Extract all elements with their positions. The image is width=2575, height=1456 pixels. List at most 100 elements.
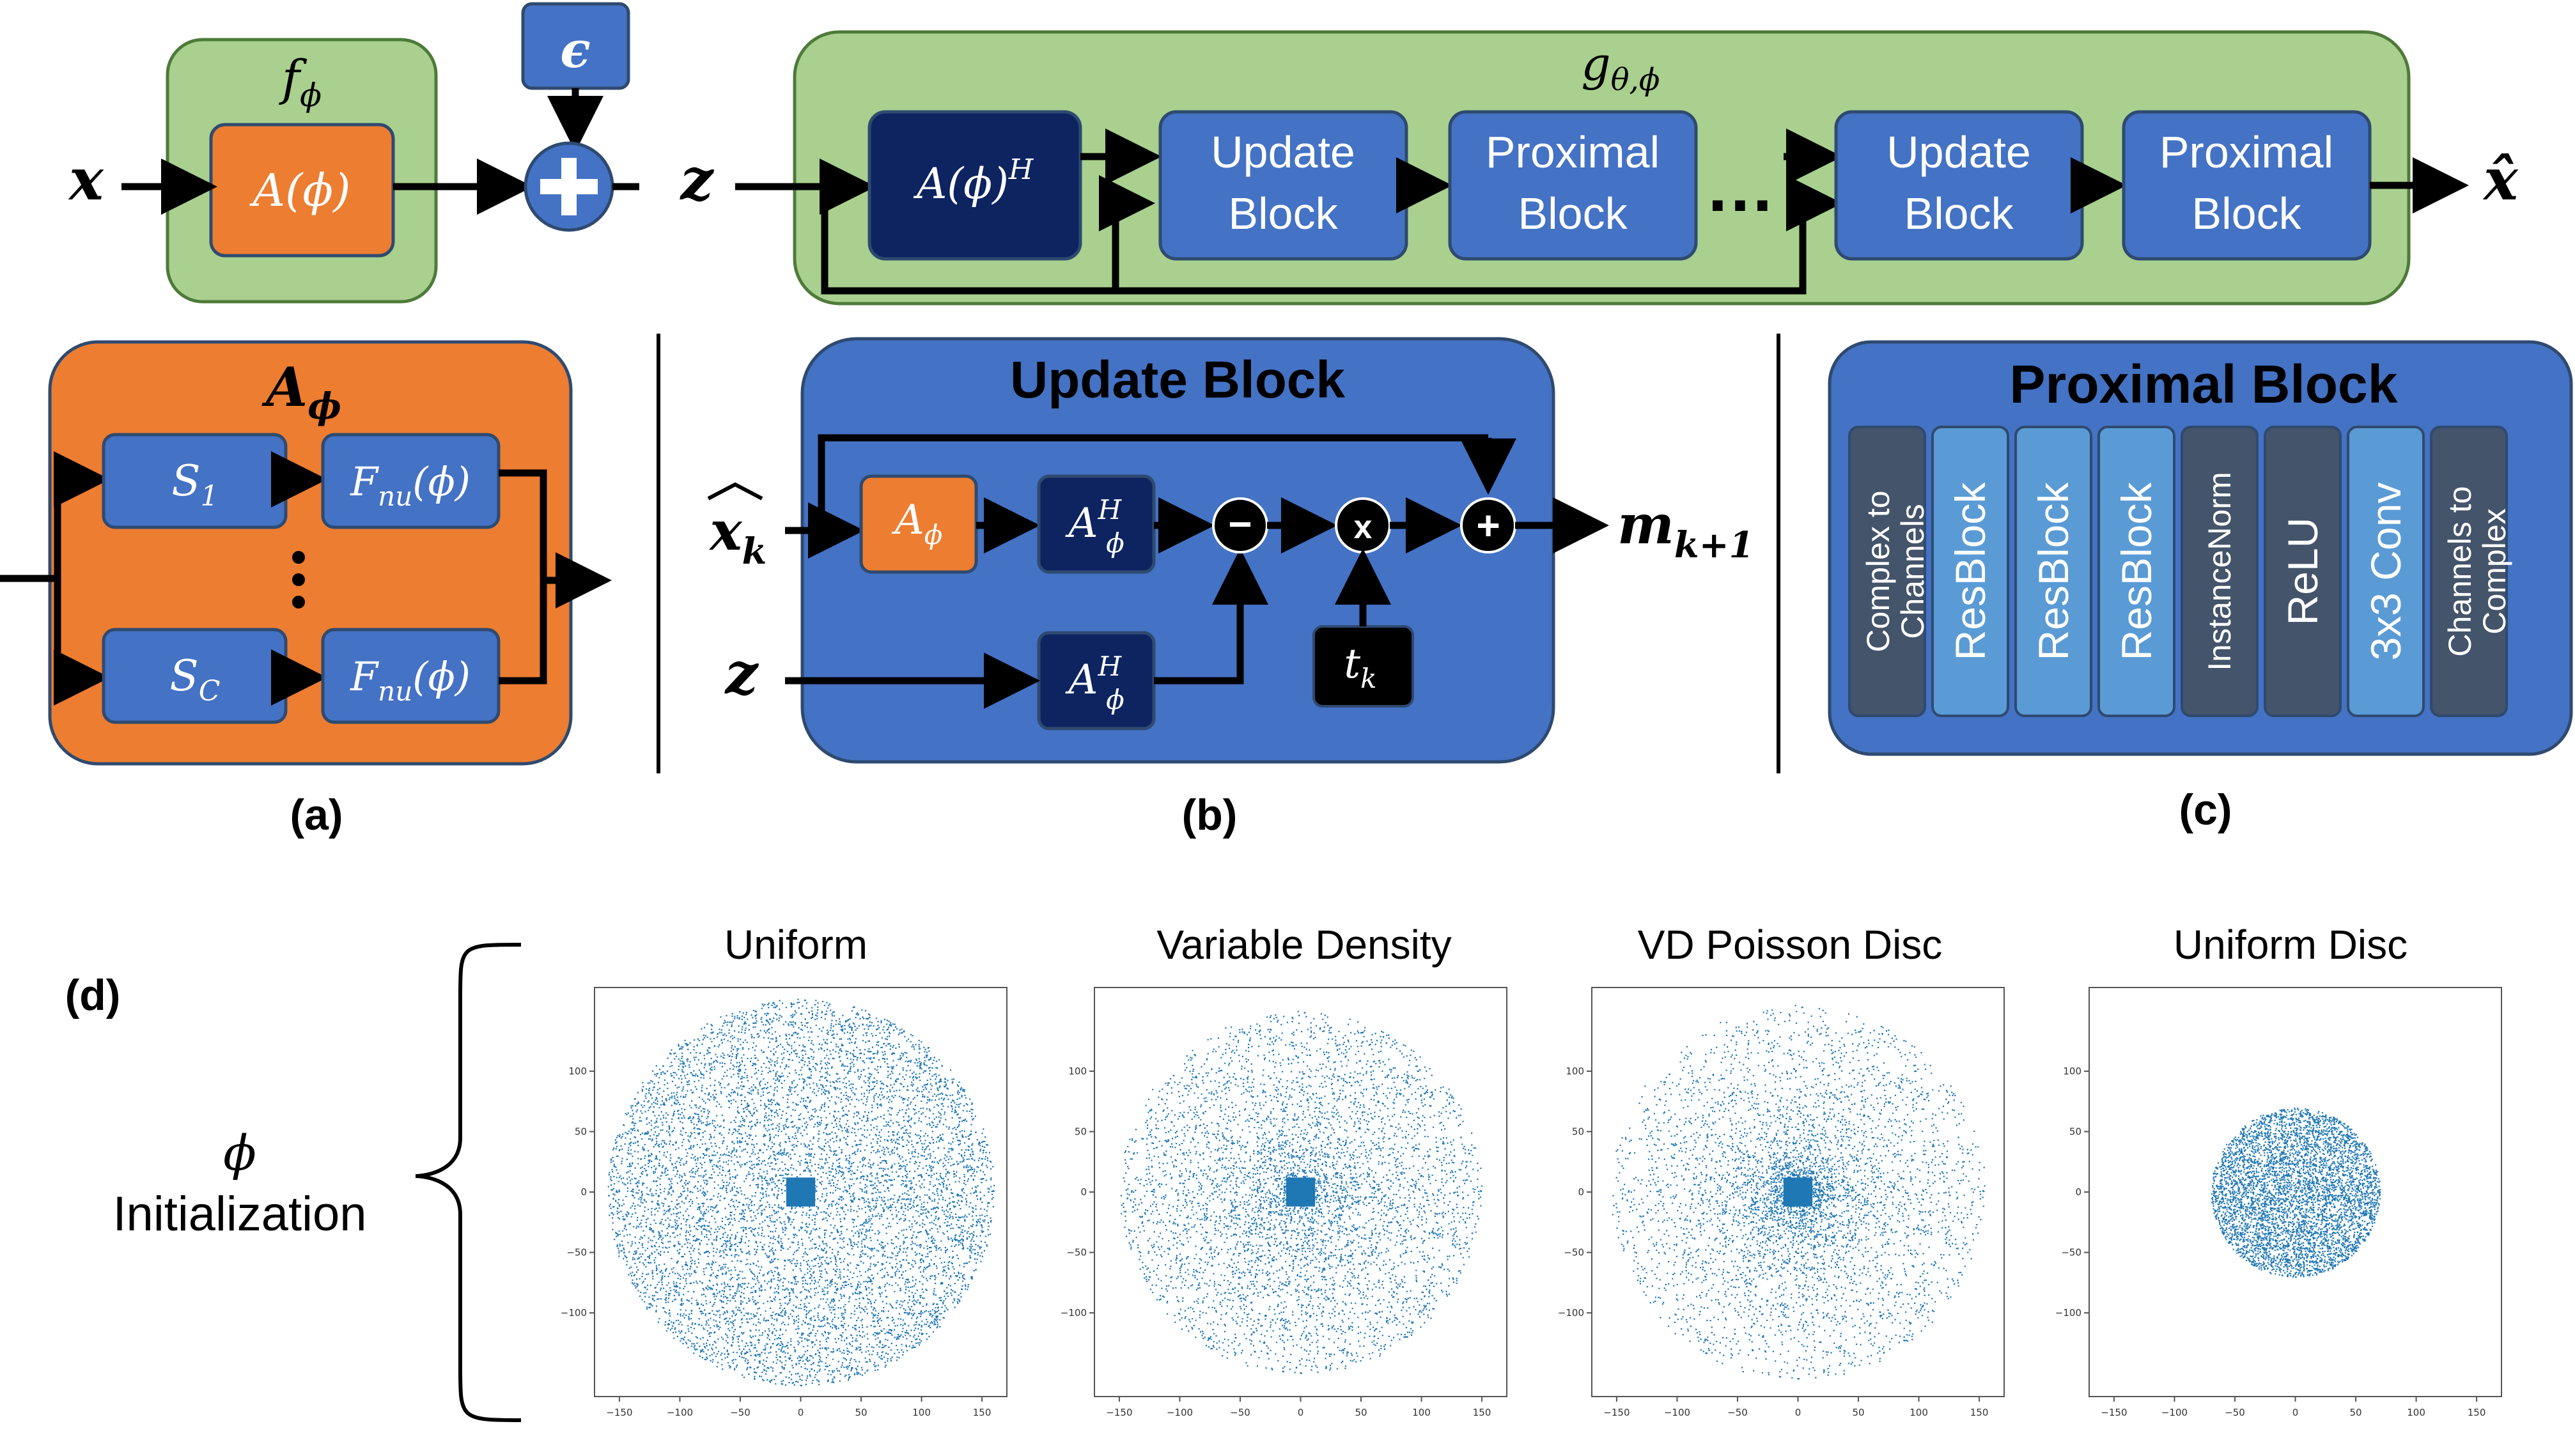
y-tick-label: 100	[1566, 1065, 1584, 1077]
proximal-layer-2: ResBlock	[1931, 426, 2009, 717]
proximal-block-1	[1448, 110, 1698, 261]
f-phi-block: fϕ A(ϕ)	[166, 38, 438, 304]
x-tick-label: 50	[855, 1407, 867, 1418]
update-block-2-line1: Update	[1887, 127, 2031, 177]
x-tick-label: 50	[1852, 1407, 1864, 1418]
caption-a: (a)	[290, 791, 343, 839]
x-tick-label: 50	[1355, 1407, 1367, 1418]
curly-brace	[415, 943, 522, 1422]
a-phi-operator-label: A(ϕ)	[249, 164, 351, 217]
proximal-layer-4: ResBlock	[2097, 426, 2175, 717]
y-tick-label: −100	[561, 1307, 587, 1319]
a-phi-op-b-label: Aϕ	[892, 497, 943, 550]
fnu-block-1	[321, 433, 501, 529]
x-tick-label: −50	[2225, 1407, 2245, 1418]
y-tick-label: 50	[1075, 1126, 1087, 1137]
scatter-plot-title: Uniform Disc	[2174, 922, 2408, 968]
input-x-label: x	[68, 146, 104, 213]
y-tick-label: 100	[568, 1065, 587, 1077]
x-tick-label: −50	[730, 1407, 751, 1418]
proximal-block-2-line2: Block	[2191, 189, 2301, 238]
plus-node: +	[1460, 497, 1516, 554]
m-k-plus-1-label: mk+1	[1617, 493, 1754, 566]
proximal-layer-6: ReLU	[2264, 426, 2342, 717]
x-tick-label: −100	[2161, 1407, 2188, 1418]
scatter-plot-title: VD Poisson Disc	[1638, 922, 1943, 968]
x-tick-label: 100	[1910, 1407, 1928, 1418]
times-node: x	[1335, 497, 1391, 554]
proximal-layer-7-label: 3x3 Conv	[2362, 483, 2409, 661]
update-block-title: Update Block	[1010, 351, 1345, 409]
x-tick-label: 0	[1298, 1407, 1304, 1418]
y-tick-label: 0	[1578, 1186, 1584, 1198]
x-tick-label: −150	[1603, 1407, 1630, 1418]
proximal-layer-6-label: ReLU	[2279, 518, 2326, 626]
x-tick-label: 0	[798, 1407, 804, 1418]
x-tick-label: −150	[1106, 1407, 1132, 1418]
y-tick-label: −50	[566, 1247, 587, 1259]
svg-text:x: x	[1354, 509, 1373, 546]
xk-label: xk	[709, 499, 767, 573]
x-tick-label: −150	[606, 1407, 632, 1418]
x-tick-label: −100	[1664, 1407, 1690, 1418]
y-tick-label: −100	[1558, 1307, 1584, 1319]
center-calibration-region	[1783, 1177, 1813, 1207]
x-tick-label: 0	[1795, 1407, 1801, 1418]
center-calibration-region	[1286, 1177, 1316, 1207]
vertical-dot-2	[292, 573, 305, 586]
y-tick-label: 0	[2075, 1186, 2081, 1198]
scatter-point-cloud	[2211, 1107, 2381, 1278]
measurement-z-label: z	[679, 146, 714, 213]
x-tick-label: 100	[1412, 1407, 1431, 1418]
y-tick-label: −50	[1066, 1247, 1087, 1259]
sc-label: SC	[170, 651, 221, 708]
fnu-label-2: Fnu(ϕ)	[350, 653, 471, 707]
tk-label: tk	[1344, 640, 1376, 694]
svg-text:+: +	[1476, 502, 1500, 548]
scatter-plot-title: Variable Density	[1156, 922, 1451, 968]
phi-label: ϕ	[223, 1124, 256, 1181]
scatter-points	[607, 998, 995, 1386]
proximal-block-title: Proximal Block	[2010, 354, 2398, 414]
x-tick-label: 100	[912, 1407, 931, 1418]
y-tick-label: −50	[2061, 1247, 2081, 1259]
x-tick-label: 150	[2468, 1407, 2486, 1418]
x-tick-label: 0	[2292, 1407, 2299, 1418]
ellipsis-dots: …	[1705, 148, 1775, 226]
x-tick-label: 100	[2407, 1407, 2425, 1418]
vertical-dot-3	[292, 596, 305, 608]
proximal-layer-1-label: Complex to	[1860, 491, 1896, 653]
proximal-layer-8-label-line2: Complex	[2477, 508, 2512, 634]
proximal-layer-7: 3x3 Conv	[2347, 426, 2425, 717]
x-tick-label: −100	[1167, 1407, 1193, 1418]
proximal-layer-3: ResBlock	[2014, 426, 2092, 717]
fnu-label-1: Fnu(ϕ)	[350, 458, 471, 512]
x-tick-label: 150	[973, 1407, 992, 1418]
proximal-layer-3-label: ResBlock	[2030, 482, 2077, 661]
x-tick-label: −100	[667, 1407, 693, 1418]
center-calibration-region	[786, 1177, 816, 1207]
y-tick-label: −100	[2055, 1307, 2081, 1319]
y-tick-label: 0	[580, 1186, 587, 1198]
vertical-dot-1	[292, 551, 305, 564]
proximal-block-1-line2: Block	[1518, 189, 1628, 238]
x-tick-label: 150	[1970, 1407, 1989, 1418]
x-tick-label: −150	[2101, 1407, 2127, 1418]
update-block-1-line2: Block	[1228, 189, 1338, 238]
a-phi-adjoint-block	[867, 110, 1082, 261]
update-block-2-line2: Block	[1904, 189, 2014, 238]
proximal-layer-5-label: InstanceNorm	[2202, 472, 2237, 670]
caption-b: (b)	[1182, 791, 1238, 839]
caption-d: (d)	[65, 971, 121, 1019]
y-tick-label: 100	[1068, 1065, 1087, 1077]
proximal-layer-8-label: Channels to	[2442, 486, 2478, 657]
